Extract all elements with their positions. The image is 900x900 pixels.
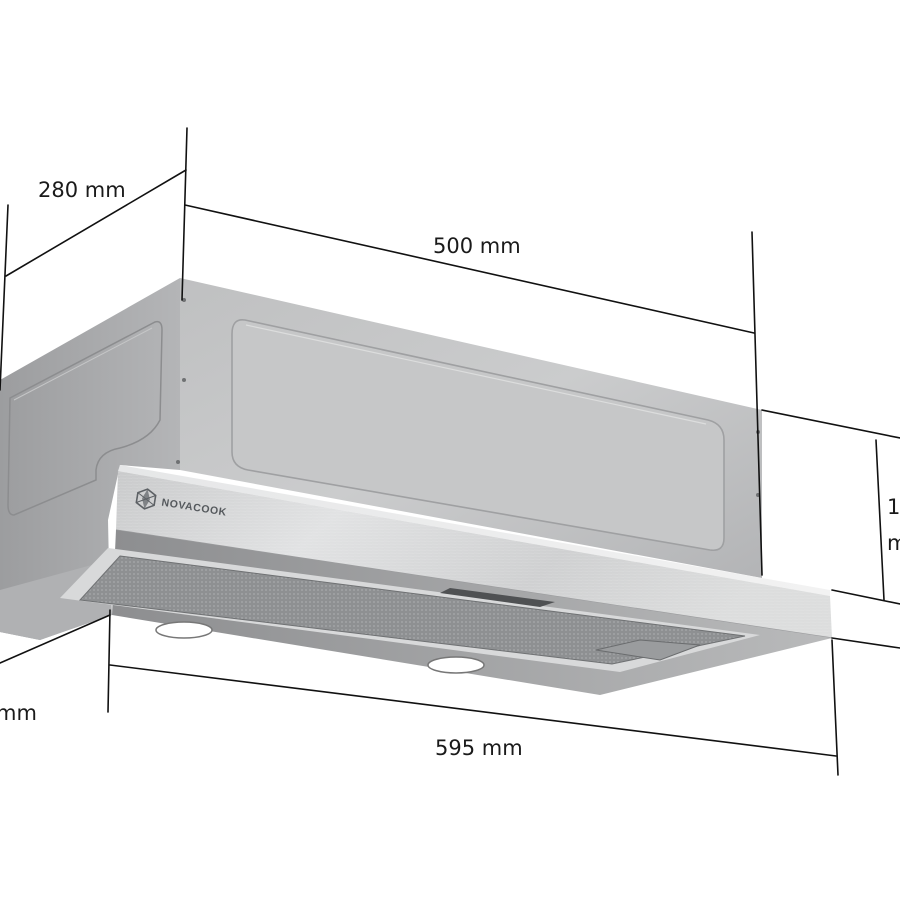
hood-side-face: [0, 278, 180, 640]
dim-height-line2: m: [887, 531, 900, 555]
light-left: [155, 621, 213, 639]
control-panel: [595, 639, 701, 661]
dim-inner-width: 500 mm: [433, 234, 521, 258]
side-emboss-panel: [7, 320, 163, 516]
light-right: [427, 656, 485, 674]
dim-depth-top: 280 mm: [38, 178, 126, 202]
front-visor: NOVACOOK: [115, 465, 833, 639]
grease-filter: [78, 555, 746, 665]
hood-body: [0, 278, 762, 640]
top-emboss-panel: [231, 318, 725, 552]
dimension-lines: [0, 127, 900, 776]
dimension-labels: 280 mm 500 mm 595 mm mm 1 m: [0, 178, 900, 760]
dim-depth-bottom: mm: [0, 701, 37, 725]
dim-outer-width: 595 mm: [435, 736, 523, 760]
visor-top-edge: [118, 465, 830, 596]
hood-underside: [60, 530, 832, 695]
visor-handle: [440, 588, 555, 607]
dim-height-line1: 1: [887, 495, 900, 519]
